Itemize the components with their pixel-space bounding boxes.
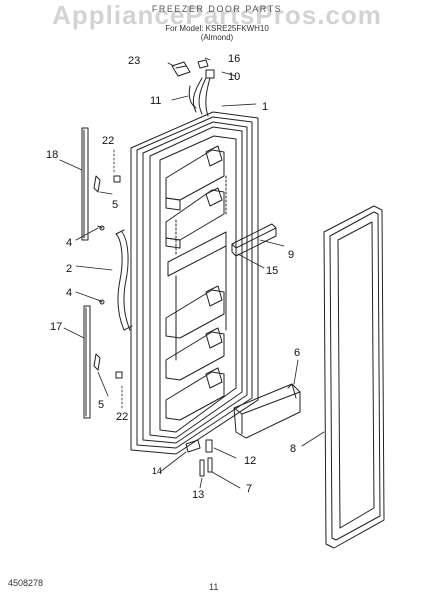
document-number: 4508278 <box>8 578 44 588</box>
door-gasket <box>323 205 385 549</box>
callout-part-9: 9 <box>288 249 295 261</box>
callout-part-5-lower: 5 <box>98 399 105 411</box>
door-handle <box>115 229 133 331</box>
callout-leaders <box>59 57 325 489</box>
watermark-logo: AppliancePartsPros.com <box>52 0 382 30</box>
callout-part-22-upper: 22 <box>102 135 115 147</box>
door-bin <box>233 383 301 439</box>
callout-part-2: 2 <box>66 263 73 275</box>
callout-part-17: 17 <box>50 321 63 333</box>
model-number: For Model: KSRE25FKWH10 <box>165 24 269 33</box>
dairy-shelf-rail <box>231 223 277 257</box>
callout-part-11: 11 <box>150 95 162 107</box>
callout-part-6: 6 <box>294 347 301 359</box>
callout-part-14: 14 <box>152 466 163 476</box>
door-assembly <box>130 111 259 455</box>
callout-part-4-upper: 4 <box>66 237 73 249</box>
door-trim-strip-upper <box>81 127 89 241</box>
callout-part-1: 1 <box>262 101 269 113</box>
callout-part-8: 8 <box>290 443 297 455</box>
callout-part-13: 13 <box>192 489 205 501</box>
door-trim-strip-lower <box>83 305 91 419</box>
callout-part-16: 16 <box>228 53 241 65</box>
wiring-harness <box>171 59 215 117</box>
diagram-title: FREEZER DOOR PARTS <box>151 4 283 14</box>
page-number: 11 <box>209 582 219 592</box>
callout-part-10: 10 <box>228 71 241 83</box>
callout-part-15: 15 <box>266 265 279 277</box>
color-variant: (Almond) <box>200 33 234 42</box>
callout-part-22-lower: 22 <box>116 411 129 423</box>
callout-part-4-lower: 4 <box>66 287 73 299</box>
callout-part-23: 23 <box>128 55 141 67</box>
callout-part-7: 7 <box>246 483 253 495</box>
callout-part-12: 12 <box>244 455 257 467</box>
callout-part-18: 18 <box>46 149 59 161</box>
callout-part-5-upper: 5 <box>112 199 119 211</box>
screws-and-clips <box>93 175 213 477</box>
